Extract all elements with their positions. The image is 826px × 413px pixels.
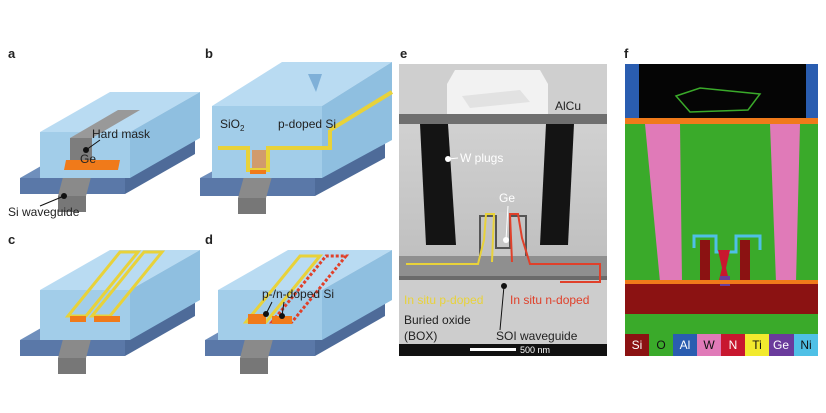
- marker-hard-mask: [83, 147, 89, 153]
- legend-text-si: Si: [632, 338, 643, 352]
- label-w-plugs: W plugs: [460, 151, 503, 165]
- legend-swatch-al: [673, 334, 697, 356]
- panel-d-label: d: [205, 232, 213, 247]
- legend-text-ge: Ge: [773, 338, 789, 352]
- panel-e: e AlCu W plug: [399, 46, 607, 356]
- panel-d: d p-/n-doped Si: [205, 232, 392, 374]
- sem-structure: [399, 64, 607, 356]
- label-p-doped-b: p-doped Si: [278, 117, 336, 131]
- panel-a: a Hard mask Ge Si waveguide: [8, 46, 200, 219]
- panel-f: f Si O Al W N: [624, 46, 818, 356]
- label-box-2: (BOX): [404, 329, 437, 343]
- legend-swatch-ti: [745, 334, 769, 356]
- legend-text-ti: Ti: [752, 338, 762, 352]
- panel-e-label: e: [400, 46, 407, 61]
- marker-pn-2: [279, 313, 285, 319]
- marker-si-waveguide: [61, 193, 67, 199]
- legend-text-ni: Ni: [800, 338, 811, 352]
- leader-soi: [499, 285, 505, 331]
- panel-b-label: b: [205, 46, 213, 61]
- panel-a-device: [20, 92, 200, 212]
- legend-swatch-ni: [794, 334, 818, 356]
- label-sio2: SiO2: [220, 117, 245, 133]
- leader-ge-e: [505, 205, 509, 241]
- label-hard-mask: Hard mask: [92, 127, 151, 141]
- legend-swatch-n: [721, 334, 745, 356]
- legend-text-al: Al: [680, 338, 691, 352]
- label-alcu: AlCu: [555, 99, 581, 113]
- marker-soi: [501, 283, 507, 289]
- scale-bar-label: 500 nm: [520, 345, 550, 355]
- label-soi: SOI waveguide: [496, 329, 578, 343]
- legend-swatch-si: [625, 334, 649, 356]
- label-si-waveguide: Si waveguide: [8, 205, 80, 219]
- legend-swatch-ge: [769, 334, 794, 356]
- label-p-doped-e: In situ p-doped: [404, 293, 483, 307]
- element-legend: Si O Al W N Ti Ge Ni: [625, 334, 818, 356]
- leader-w-plugs: [447, 157, 459, 160]
- panel-b: b SiO2 p-doped Si: [200, 46, 394, 214]
- panel-a-label: a: [8, 46, 16, 61]
- legend-text-n: N: [729, 338, 738, 352]
- edx-map: [625, 64, 818, 356]
- panel-c-device: [20, 250, 200, 374]
- marker-pn-1: [263, 311, 269, 317]
- leader-si-waveguide: [39, 195, 65, 207]
- legend-text-o: O: [656, 338, 665, 352]
- marker-ge-e: [503, 237, 509, 243]
- legend-swatch-w: [697, 334, 721, 356]
- legend-text-w: W: [703, 338, 715, 352]
- panel-d-device: [205, 250, 392, 374]
- label-ge-a: Ge: [80, 152, 96, 166]
- label-ge-e: Ge: [499, 191, 515, 205]
- label-box-1: Buried oxide: [404, 313, 471, 327]
- legend-swatch-o: [649, 334, 673, 356]
- label-n-doped-e: In situ n-doped: [510, 293, 589, 307]
- panel-c: c: [8, 232, 200, 374]
- panel-f-label: f: [624, 46, 629, 61]
- panel-c-label: c: [8, 232, 15, 247]
- label-pn-doped: p-/n-doped Si: [262, 287, 334, 301]
- panel-b-device: [200, 62, 394, 214]
